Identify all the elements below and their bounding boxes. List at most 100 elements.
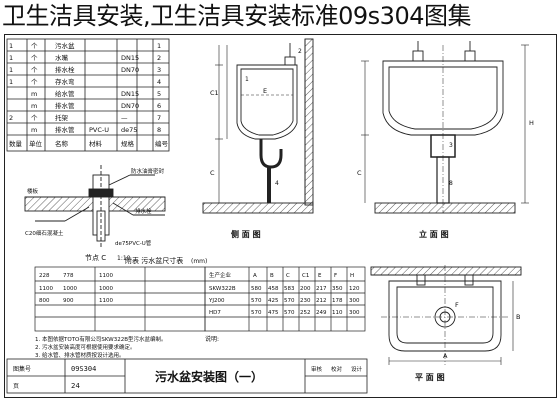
dim-table-cell: 580 [251, 286, 262, 292]
dim-table-header: A [253, 273, 257, 279]
table-cell: DN70 [121, 102, 139, 110]
signer-review: 审核 [311, 365, 323, 373]
title-block [6, 358, 368, 394]
dim-letter-c: C [210, 169, 215, 177]
drawing-name: 污水盆安装图（一） [155, 369, 263, 384]
dim-table-cell: 350 [332, 286, 343, 292]
table-cell: DN70 [121, 66, 139, 74]
atlas-number: 09S304 [71, 365, 96, 373]
dim-letter-b: B [516, 313, 520, 321]
table-cell: 个 [31, 114, 38, 122]
table-cell: 8 [157, 126, 161, 134]
dim-table-cell: 178 [332, 298, 343, 304]
table-header: 数量 [9, 139, 23, 148]
table-cell: 7 [157, 114, 161, 122]
notes-label: 说明: [205, 335, 219, 343]
dim-table-cell: 217 [316, 286, 327, 292]
dim-table-header: C [286, 273, 290, 279]
table-cell: 个 [31, 54, 38, 62]
table-cell: 排水管 [55, 125, 75, 134]
dim-table-cell: YJ200 [208, 298, 225, 304]
dim-letter-h: H [529, 119, 534, 127]
node-annotation: 楼板 [27, 187, 39, 195]
table-header: 名称 [55, 139, 69, 148]
table-cell: 6 [157, 102, 161, 110]
dim-letter-c1: C1 [210, 89, 219, 97]
dim-table-unit: (mm) [191, 258, 207, 265]
table-cell: 污水盆 [55, 41, 75, 50]
table-header: 编号 [155, 139, 169, 148]
dim-table-cell: 475 [268, 310, 279, 316]
table-header: 单位 [29, 139, 43, 148]
table-cell: 个 [31, 78, 38, 86]
side-section-view [202, 38, 314, 214]
dim-table-cell: 230 [300, 298, 311, 304]
dim-table-cell: 458 [268, 286, 279, 292]
dim-table-cell: 212 [316, 298, 327, 304]
table-header: 规格 [121, 139, 135, 148]
dim-table-cell: 570 [251, 310, 262, 316]
table-cell: 1 [9, 54, 13, 62]
callout-number: 8 [449, 180, 453, 187]
table-cell: 给水管 [55, 89, 75, 98]
callout-number: 4 [275, 180, 279, 187]
drawing-canvas: 1 个 污水盆 1 1 个 水嘴 DN15 2 1 个 排水栓 DN70 3 1… [6, 38, 534, 394]
plan-view-label: 平 面 图 [415, 373, 445, 382]
table-cell: 托架 [55, 113, 69, 122]
node-annotation: 排水栓 [135, 207, 152, 215]
dim-table-header: C1 [302, 273, 309, 279]
dim-table-cell: 300 [349, 310, 360, 316]
dim-table-cell: 300 [349, 298, 360, 304]
dim-table-cell: 570 [284, 298, 295, 304]
table-cell: 1 [9, 42, 13, 50]
drawing-sheet: 1 个 污水盆 1 1 个 水嘴 DN15 2 1 个 排水栓 DN70 3 1… [4, 34, 557, 398]
dim-table-cell: 110 [332, 310, 343, 316]
signer-check: 校对 [331, 365, 343, 373]
table-cell: 1 [9, 66, 13, 74]
callout-number: 1 [245, 76, 249, 83]
table-cell: 2 [9, 114, 13, 122]
node-label: 节点 C [85, 254, 106, 262]
dim-table-cell: 570 [251, 298, 262, 304]
dim-letter-a: A [443, 352, 448, 360]
dim-table-cell: SKW322B [209, 286, 236, 292]
dim-table-cell: 570 [284, 310, 295, 316]
table-cell: PVC-U [89, 126, 109, 134]
table-cell: 5 [157, 90, 161, 98]
dimension-table [34, 266, 366, 332]
dim-table-header: B [270, 273, 274, 279]
dim-table-value: 800 [39, 298, 50, 304]
notes-line: 3. 给水管、排水管材质按设计选用。 [35, 351, 125, 359]
dim-letter-e: E [263, 87, 267, 95]
dim-table-cell: 249 [316, 310, 327, 316]
dim-table-header: 生产企业 [209, 271, 232, 279]
table-cell: — [121, 114, 128, 122]
table-cell: 1 [157, 42, 161, 50]
side-section-label: 侧 面 图 [231, 229, 261, 239]
dim-table-value: 1100 [99, 298, 113, 304]
dim-table-cell: 120 [349, 286, 360, 292]
table-cell: 3 [157, 66, 161, 74]
dim-table-cell: HD7 [209, 310, 221, 316]
dim-table-cell: 252 [300, 310, 311, 316]
dim-table-value: 900 [63, 298, 74, 304]
dim-table-value: 1100 [99, 273, 113, 279]
table-cell: m [31, 126, 37, 134]
dim-table-cell: 583 [284, 286, 295, 292]
page-title: 卫生洁具安装,卫生洁具安装标准09s304图集 [2, 2, 471, 30]
table-cell: 个 [31, 42, 38, 50]
page-label: 页 [13, 383, 19, 390]
node-annotation: C20细石混凝土 [25, 229, 64, 237]
node-scale: 1:10 [117, 255, 131, 262]
materials-table-text: 1 个 污水盆 1 1 个 水嘴 DN15 2 1 个 排水栓 DN70 3 1… [9, 41, 169, 148]
dim-table-header: H [350, 273, 354, 279]
table-cell: 存水弯 [55, 77, 75, 86]
callout-number: 2 [298, 48, 302, 55]
dim-table-value: 1100 [39, 286, 53, 292]
page-number: 24 [71, 382, 80, 390]
table-cell: DN15 [121, 54, 139, 62]
table-cell: 排水管 [55, 101, 75, 110]
table-cell: 个 [31, 66, 38, 74]
dim-table-value: 228 [39, 273, 50, 279]
plan-view [370, 265, 522, 365]
